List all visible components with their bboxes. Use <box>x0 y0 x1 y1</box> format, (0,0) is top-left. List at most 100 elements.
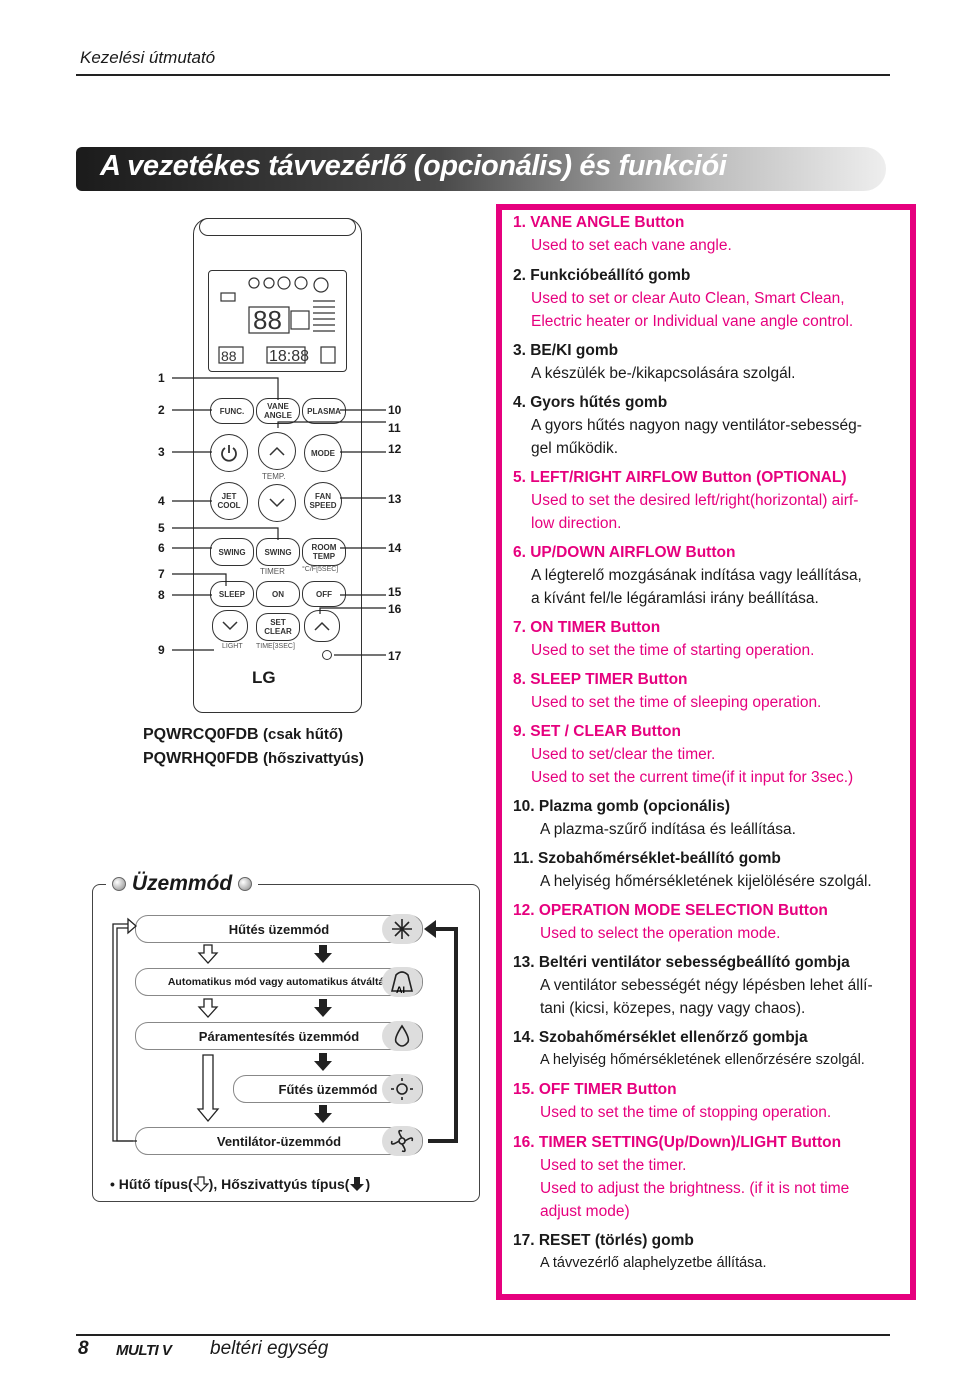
callout-7: 7 <box>158 567 165 581</box>
cf-label: °C/F[5SEC] <box>302 566 339 573</box>
function-desc: A ventilátor sebességét négy lépésben le… <box>540 977 873 994</box>
remote-lcd: 88 18:88 88 <box>208 270 347 372</box>
function-title: 17. RESET (törlés) gomb <box>513 1232 694 1249</box>
time-label: TIME[3SEC] <box>256 643 295 650</box>
callout-5: 5 <box>158 521 165 535</box>
plasma-label: PLASMA <box>307 406 341 416</box>
swing-lr-button[interactable]: SWING <box>210 538 254 566</box>
function-entry: 4. Gyors hűtés gomb A gyors hűtés nagyon … <box>513 391 893 460</box>
swing-ud-button[interactable]: SWING <box>256 538 300 566</box>
function-title: 2. Funkcióbeállító gomb <box>513 267 691 284</box>
mode-label-heat: Fűtés üzemmód <box>278 1081 378 1097</box>
timer-down-button[interactable] <box>212 610 248 642</box>
off-timer-button[interactable]: OFF <box>302 581 346 607</box>
func-button[interactable]: FUNC. <box>210 398 254 424</box>
mode-panel-title: Üzemmód <box>106 872 259 896</box>
callout-15: 15 <box>388 585 402 599</box>
callout-8: 8 <box>158 588 165 602</box>
power-icon <box>221 445 237 462</box>
function-desc: gel működik. <box>531 440 619 457</box>
chevron-up-icon <box>269 446 285 456</box>
temp-up-button[interactable] <box>258 432 296 470</box>
function-desc: A plazma-szűrő indítása és leállítása. <box>540 821 796 838</box>
function-entry: 3. BE/KI gomb A készülék be-/kikapcsolás… <box>513 339 893 385</box>
svg-text:AI: AI <box>396 985 405 995</box>
function-title: 10. Plazma gomb (opcionális) <box>513 798 731 815</box>
swing-label-b: SWING <box>264 547 292 557</box>
reset-button[interactable] <box>322 650 332 660</box>
function-desc: low direction. <box>531 515 622 532</box>
plasma-button[interactable]: PLASMA <box>302 398 346 424</box>
note-part-c: ) <box>365 1176 371 1192</box>
chevron-up-icon <box>314 621 330 631</box>
lcd-display-icon: 88 18:88 88 <box>218 276 336 365</box>
callout-6: 6 <box>158 541 165 555</box>
mode-title-text: Üzemmód <box>131 872 233 895</box>
model-note-2: (hőszivattyús) <box>263 750 364 767</box>
callout-4: 4 <box>158 494 165 508</box>
model-line-2: PQWRHQ0FDB (hőszivattyús) <box>143 750 364 768</box>
function-title: 1. VANE ANGLE Button <box>513 214 685 231</box>
function-desc: A helyiség hőmérsékletének kijelölésére … <box>540 873 872 890</box>
temp-down-button[interactable] <box>258 484 296 522</box>
callout-13: 13 <box>388 492 402 506</box>
function-desc: Used to set the desired left/right(horiz… <box>531 492 859 509</box>
callout-9: 9 <box>158 643 165 657</box>
function-desc: A gyors hűtés nagyon nagy ventilátor-seb… <box>531 417 862 434</box>
timer-up-button[interactable] <box>304 610 340 642</box>
timer-label: TIMER <box>260 567 285 576</box>
sleep-label: SLEEP <box>218 589 246 599</box>
function-desc: Used to set/clear the timer. <box>531 746 716 763</box>
function-title: 4. Gyors hűtés gomb <box>513 394 668 411</box>
footer-text: beltéri egység <box>210 1338 329 1359</box>
function-desc: Used to set or clear Auto Clean, Smart C… <box>531 290 845 307</box>
power-button[interactable] <box>210 434 248 472</box>
function-title: 6. UP/DOWN AIRFLOW Button <box>513 544 736 561</box>
sleep-button[interactable]: SLEEP <box>210 581 254 607</box>
svg-text:18:88: 18:88 <box>269 348 309 365</box>
function-entry: 13. Beltéri ventilátor sebességbeállító … <box>513 951 893 1020</box>
chevron-down-icon <box>222 621 238 631</box>
function-title: 13. Beltéri ventilátor sebességbeállító … <box>513 954 850 971</box>
remote-top-cap <box>199 218 356 236</box>
jet-label-2: COOL <box>217 501 241 510</box>
on-timer-button[interactable]: ON <box>256 581 300 607</box>
bullet-dot-icon <box>238 877 253 892</box>
callout-lines <box>172 377 386 656</box>
callout-14: 14 <box>388 541 402 555</box>
page-number: 8 <box>78 1338 89 1359</box>
callout-16: 16 <box>388 602 402 616</box>
function-desc: Used to select the operation mode. <box>540 925 781 942</box>
lg-logo: LG <box>252 668 276 687</box>
func-label: FUNC. <box>219 406 245 416</box>
function-desc: Used to set the timer. <box>540 1157 687 1174</box>
light-label: LIGHT <box>222 643 243 650</box>
temp-label: TEMP. <box>262 472 286 481</box>
function-title: 14. Szobahőmérséklet ellenőrző gombja <box>513 1029 808 1046</box>
function-desc: a kívánt fel/le légáramlási irány beállí… <box>531 590 819 607</box>
function-desc: tani (kicsi, közepes, nagy vagy chaos). <box>540 1000 806 1017</box>
function-title: 8. SLEEP TIMER Button <box>513 671 688 688</box>
mode-label-fan: Ventilátor-üzemmód <box>216 1133 342 1149</box>
callout-3: 3 <box>158 445 165 459</box>
function-desc: Used to adjust the brightness. (if it is… <box>540 1180 850 1197</box>
function-desc: Used to set the time of sleeping operati… <box>531 694 822 711</box>
function-entry: 5. LEFT/RIGHT AIRFLOW Button (OPTIONAL)U… <box>513 466 893 535</box>
mode-label-cooling: Hűtés üzemmód <box>228 921 330 937</box>
function-desc: Used to set the time of stopping operati… <box>540 1104 832 1121</box>
page-title: A vezetékes távvezérlő (opcionális) és f… <box>100 150 727 182</box>
hollow-arrow-icon <box>192 1176 210 1192</box>
model-note-1: (csak hűtő) <box>263 726 344 743</box>
callout-2: 2 <box>158 403 165 417</box>
mode-button[interactable]: MODE <box>304 434 342 472</box>
swing-label-a: SWING <box>218 547 246 557</box>
function-desc: Electric heater or Individual vane angle… <box>531 313 854 330</box>
